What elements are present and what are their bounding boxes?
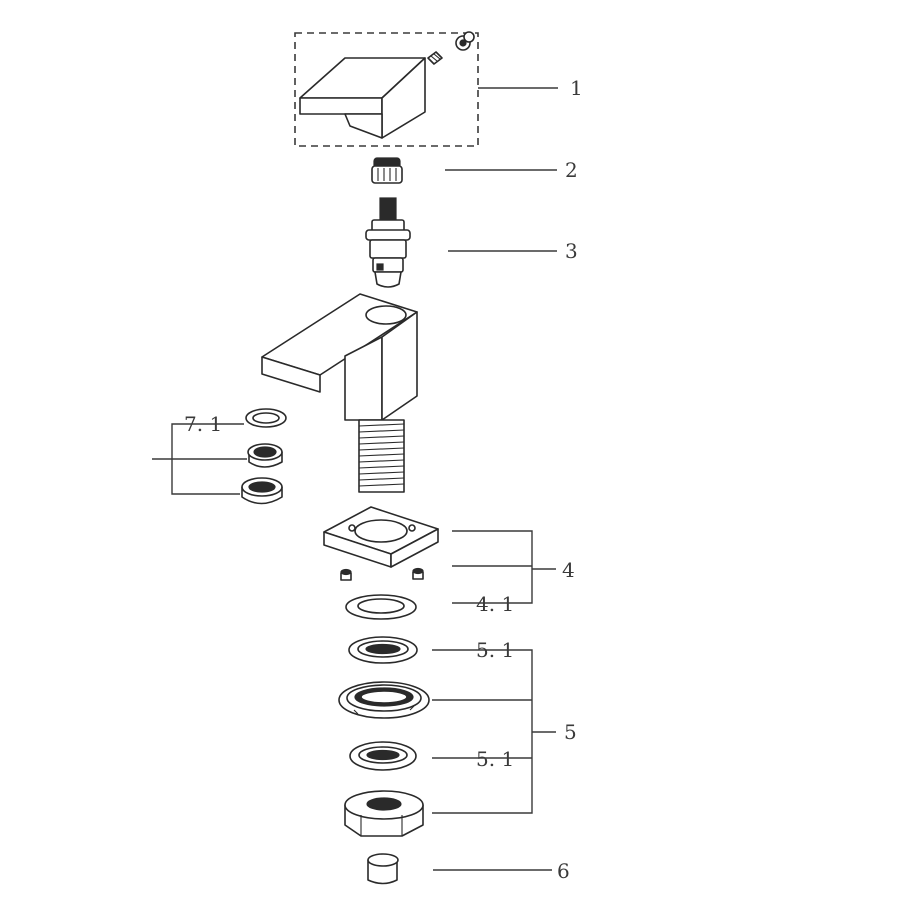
part-2-spline-adaptor bbox=[371, 157, 403, 184]
part-4-base-plate-assembly bbox=[323, 506, 439, 620]
callout-2: 2 bbox=[565, 158, 578, 182]
aerator-insert bbox=[247, 443, 283, 468]
callout-6: 6 bbox=[557, 859, 570, 883]
callout-7-1: 7. 1 bbox=[184, 412, 222, 436]
callout-5-1-top: 5. 1 bbox=[476, 638, 514, 662]
cartridge-bore bbox=[365, 305, 407, 325]
washer-4-1 bbox=[345, 594, 417, 620]
callout-4-1: 4. 1 bbox=[476, 592, 514, 616]
grub-screw bbox=[427, 51, 443, 65]
handle-cap bbox=[455, 31, 475, 51]
callout-4: 4 bbox=[562, 558, 575, 582]
part-3-cartridge bbox=[365, 197, 411, 288]
part-5-mounting-kit bbox=[338, 636, 430, 837]
hex-nut bbox=[344, 790, 424, 837]
part-6-sleeve bbox=[367, 853, 399, 885]
base-plate bbox=[323, 506, 439, 568]
aerator-washer-7-1 bbox=[245, 408, 287, 428]
part-7-aerator-assembly bbox=[241, 408, 287, 505]
stud-bolt-left bbox=[340, 568, 352, 581]
handle-assembly-frame bbox=[294, 32, 479, 147]
callout-3: 3 bbox=[565, 239, 578, 263]
body-side bbox=[381, 311, 418, 421]
stud-bolt-right bbox=[412, 567, 424, 580]
seal-5-1-top bbox=[348, 636, 418, 664]
faucet-body bbox=[261, 293, 418, 493]
callout-5-1-bottom: 5. 1 bbox=[476, 747, 514, 771]
lever-handle bbox=[299, 57, 426, 139]
callout-1: 1 bbox=[570, 76, 583, 100]
locking-plate bbox=[338, 681, 430, 719]
callout-labels: 1 2 3 4 4. 1 5 5. 1 5. 1 6 7. 1 bbox=[184, 76, 583, 883]
threaded-shank bbox=[358, 419, 405, 493]
part-1-handle-assembly bbox=[294, 31, 479, 147]
callout-5: 5 bbox=[564, 720, 577, 744]
leader-lines bbox=[152, 87, 558, 871]
seal-5-1-bottom bbox=[349, 741, 417, 771]
aerator-housing bbox=[241, 477, 283, 505]
spout-front bbox=[261, 356, 321, 393]
